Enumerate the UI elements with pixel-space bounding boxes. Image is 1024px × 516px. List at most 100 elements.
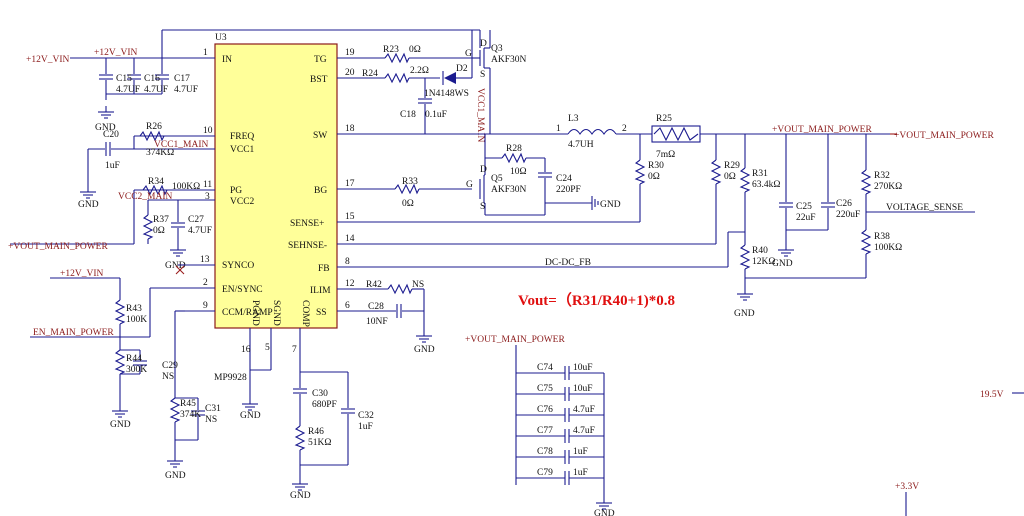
r30-label: R30 — [648, 161, 664, 171]
r23-label: R23 — [383, 45, 399, 55]
svg-text:SEHNSE-: SEHNSE- — [288, 241, 327, 251]
q5-label: Q5 — [491, 174, 503, 184]
r42-value: NS — [412, 280, 424, 290]
pg-section: R34 100KΩ VCC2_MAIN R37 0Ω C27 4.7UF +VO… — [8, 177, 212, 275]
net-19v5: 19.5V — [980, 390, 1004, 400]
r42-label: R42 — [366, 280, 382, 290]
d2-value: 1N4148WS — [424, 89, 469, 99]
ic-pin-ss: 6SS — [316, 301, 368, 318]
r33-value: 0Ω — [402, 199, 414, 209]
svg-text:EN/SYNC: EN/SYNC — [222, 285, 263, 295]
net-3v3: +3.3V — [895, 482, 919, 492]
svg-text:10: 10 — [203, 126, 213, 136]
cap-bank-ref: C79 — [537, 468, 553, 478]
svg-text:9: 9 — [203, 301, 208, 311]
r28-label: R28 — [506, 144, 522, 154]
c29-value: NS — [162, 372, 174, 382]
c31-label: C31 — [205, 404, 221, 414]
svg-text:17: 17 — [345, 179, 355, 189]
svg-text:2: 2 — [203, 278, 208, 288]
c17-label: C17 — [174, 74, 190, 84]
c20-label: C20 — [103, 130, 119, 140]
svg-text:5: 5 — [265, 343, 270, 353]
r31-label: R31 — [752, 169, 768, 179]
net-vcc1-vertical: VCC1_MAIN — [475, 88, 485, 143]
r26-label: R26 — [146, 122, 162, 132]
voltage-sense: +VOUT_MAIN_POWER VOLTAGE_SENSE R32 270KΩ… — [745, 131, 994, 279]
r45-label: R45 — [180, 399, 196, 409]
q3-value: AKF30N — [491, 55, 527, 65]
r34-label: R34 — [148, 177, 164, 187]
q3-label: Q3 — [491, 44, 503, 54]
cap-bank-value: 1uF — [573, 468, 588, 478]
right-nets: 19.5V +3.3V — [895, 390, 1024, 516]
svg-text:PGND: PGND — [250, 300, 260, 326]
c15-label: C15 — [116, 74, 132, 84]
r25-value: 7mΩ — [656, 150, 675, 160]
gnd-label: GND — [165, 471, 186, 481]
c25-value: 22uF — [796, 213, 816, 223]
r34-value: 100KΩ — [172, 182, 200, 192]
c32-value: 1uF — [358, 422, 373, 432]
svg-text:TG: TG — [314, 55, 327, 65]
svg-text:PG: PG — [230, 186, 242, 196]
svg-text:BST: BST — [310, 75, 328, 85]
q5-pin-d: D — [480, 165, 487, 175]
svg-text:VCC1: VCC1 — [230, 145, 255, 155]
svg-text:6: 6 — [345, 301, 350, 311]
c16-label: C16 — [144, 74, 160, 84]
svg-text:7: 7 — [292, 345, 297, 355]
r40-value: 12KΩ — [752, 257, 775, 267]
ccm-section: C29 NS R45 374K C31 NS GND — [162, 310, 221, 481]
r29-value: 0Ω — [724, 172, 736, 182]
c26-label: C26 — [836, 199, 852, 209]
gnd-label: GND — [594, 509, 615, 516]
r32-value: 270KΩ — [874, 182, 902, 192]
svg-text:SYNCO: SYNCO — [222, 261, 254, 271]
l3-pin2: 2 — [622, 124, 627, 134]
r40-label: R40 — [752, 246, 768, 256]
gnd-label: GND — [290, 491, 311, 501]
svg-text:VCC2: VCC2 — [230, 197, 255, 207]
net-12v-vin-top: +12V_VIN — [94, 48, 137, 58]
svg-text:11: 11 — [203, 180, 212, 190]
cap-bank-ref: C77 — [537, 426, 553, 436]
q3-pin-d: D — [480, 39, 487, 49]
net-vout-bank: +VOUT_MAIN_POWER — [465, 335, 565, 345]
r38-value: 100KΩ — [874, 243, 902, 253]
freq-section: C20 1uF R26 374KΩ VCC1_MAIN GND — [78, 122, 209, 210]
c20-value: 1uF — [105, 161, 120, 171]
cap-bank-row: C79 1uF — [516, 468, 604, 485]
ic-part: MP9928 — [214, 373, 247, 383]
r37-label: R37 — [153, 215, 169, 225]
svg-text:IN: IN — [222, 55, 232, 65]
c24-value: 220PF — [556, 185, 581, 195]
r32-label: R32 — [874, 171, 890, 181]
c30-label: C30 — [312, 389, 328, 399]
cap-bank-value: 4.7uF — [573, 426, 595, 436]
cap-bank-ref: C75 — [537, 384, 553, 394]
net-voltage-sense: VOLTAGE_SENSE — [886, 203, 963, 213]
net-en-main: EN_MAIN_POWER — [33, 328, 114, 338]
cap-bank-value: 10uF — [573, 363, 593, 373]
r29-label: R29 — [724, 161, 740, 171]
svg-text:8: 8 — [345, 257, 350, 267]
r44-value: 300K — [126, 365, 147, 375]
r26-value: 374KΩ — [146, 148, 174, 158]
gnd-label: GND — [110, 420, 131, 430]
l3-label: L3 — [568, 114, 579, 124]
r46-value: 51KΩ — [308, 438, 331, 448]
ic-pin-en: 2EN/SYNC — [185, 278, 263, 295]
